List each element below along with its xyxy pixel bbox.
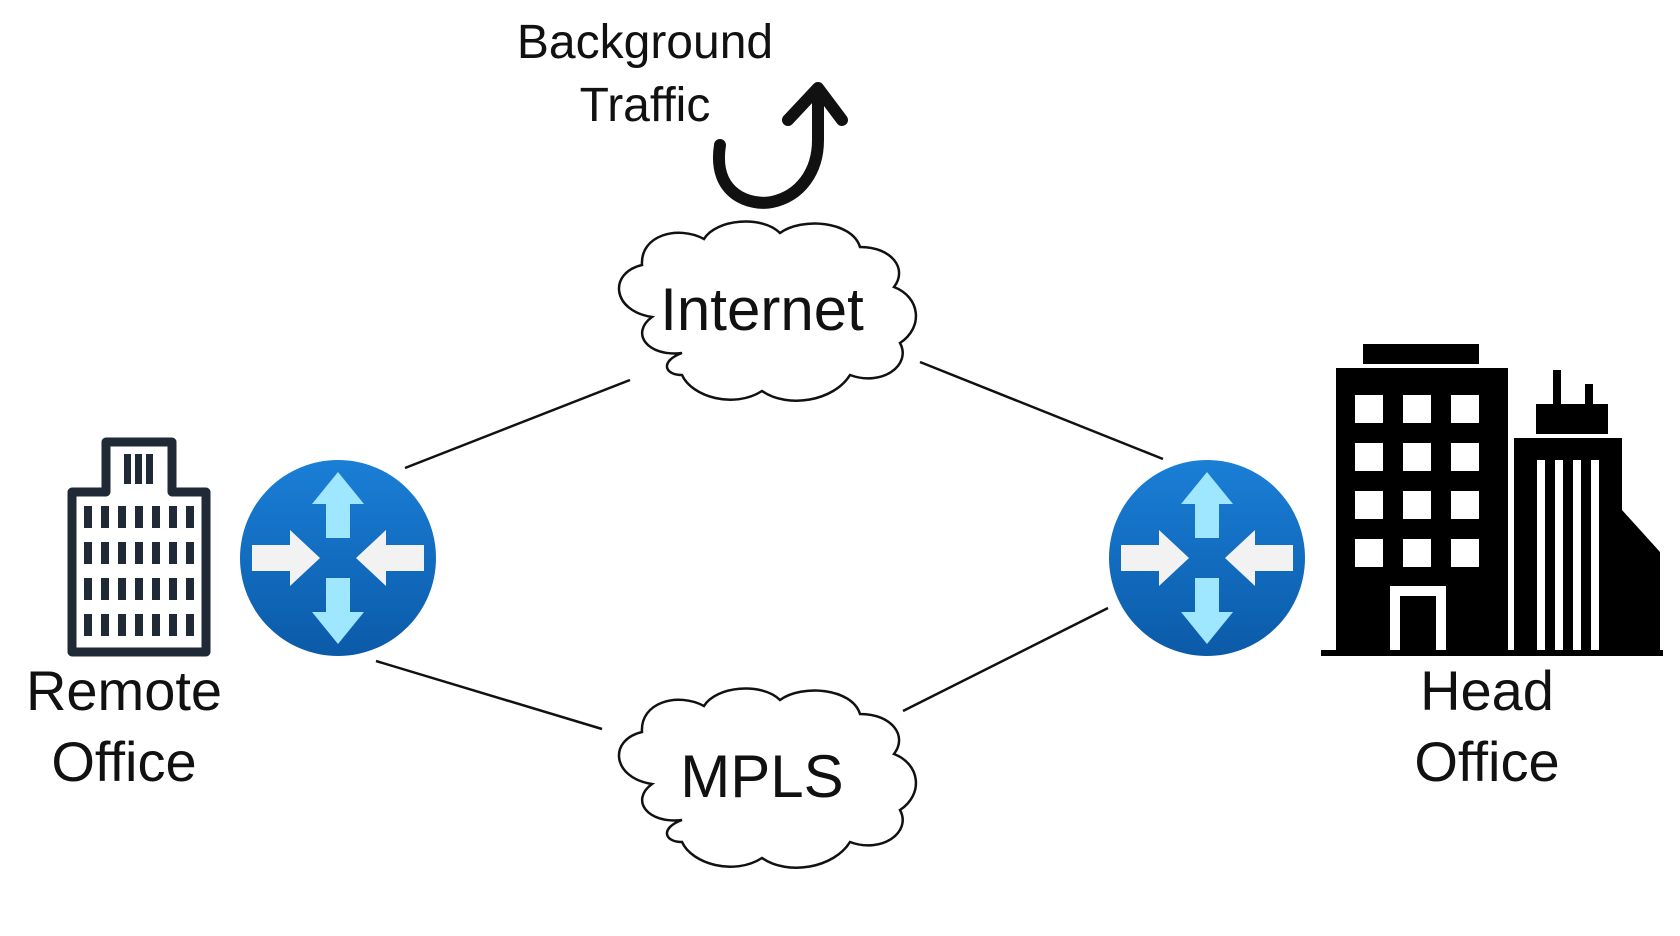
- head-office-label-line1: Head: [1420, 659, 1554, 722]
- remote-office-label-line1: Remote: [26, 659, 222, 722]
- u-turn-arrow-icon: [712, 82, 848, 209]
- head-router-icon: [1109, 460, 1305, 656]
- link-remote-mpls: [375, 659, 603, 731]
- background-traffic-label-line2: Traffic: [580, 79, 711, 132]
- head-office-label-line2: Office: [1414, 730, 1559, 793]
- link-remote-internet: [404, 378, 631, 470]
- office-buildings-solid-icon: [1321, 344, 1663, 656]
- link-mpls-head: [902, 606, 1109, 713]
- internet-cloud-label: Internet: [660, 276, 864, 343]
- office-building-outline-icon: [67, 437, 211, 657]
- mpls-cloud-label: MPLS: [680, 743, 843, 810]
- remote-router-icon: [240, 460, 436, 656]
- link-internet-head: [919, 360, 1164, 461]
- remote-office-label-line2: Office: [51, 730, 196, 793]
- background-traffic-label-line1: Background: [517, 16, 773, 69]
